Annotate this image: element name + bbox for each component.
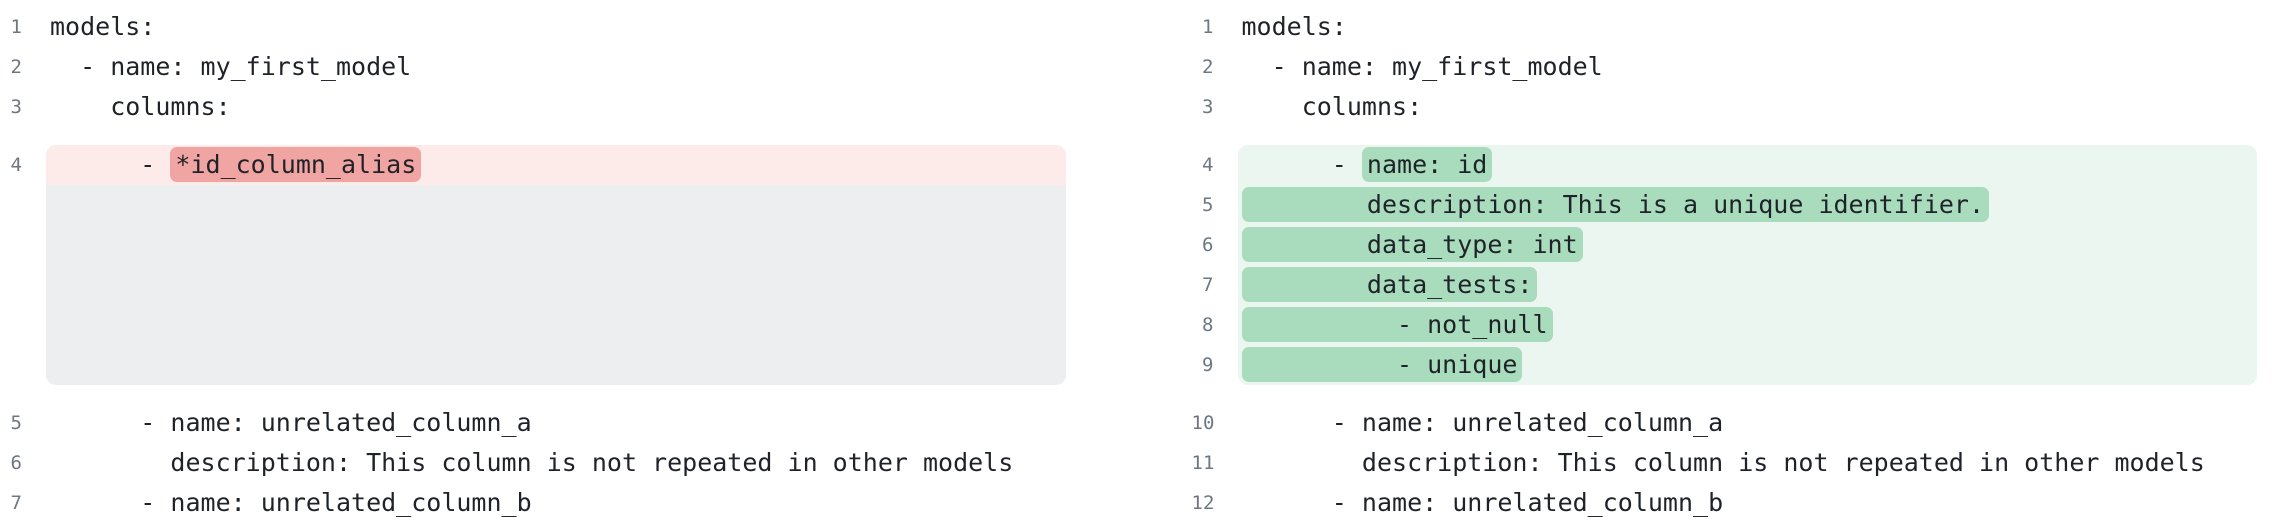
- line-number: 12: [1191, 492, 1215, 514]
- line-number: 3: [10, 96, 22, 118]
- diff-line: 1 models:: [0, 7, 1066, 47]
- collapsed-filler: [46, 185, 1066, 385]
- line-content: - name: id: [1237, 145, 2257, 185]
- line-content: - *id_column_alias: [46, 145, 1066, 185]
- line-content: - name: my_first_model: [1238, 47, 2258, 87]
- line-number: 2: [1202, 56, 1214, 78]
- diff-line: 5 - name: unrelated_column_a: [0, 403, 1066, 443]
- line-content: - name: unrelated_column_b: [1238, 483, 2258, 523]
- line-content: columns:: [46, 87, 1066, 127]
- diff-line: 7 - name: unrelated_column_b: [0, 483, 1066, 523]
- added-token: - not_null: [1241, 307, 1553, 342]
- line-number: 8: [1202, 314, 1214, 336]
- diff-line: 10 - name: unrelated_column_a: [1192, 403, 2258, 443]
- code-text: description: This column is not repeated…: [50, 448, 1014, 477]
- line-number: 4: [1202, 154, 1214, 176]
- added-token: name: id: [1361, 147, 1493, 182]
- diff-pane-before: 1 models: 2 - name: my_first_model 3 col…: [0, 0, 1138, 523]
- code-text: - name: my_first_model: [1241, 52, 1603, 81]
- diff-line-added: 6 data_type: int: [1192, 225, 2257, 265]
- diff-line-added: 9 - unique: [1192, 345, 2257, 385]
- line-number: 6: [10, 452, 22, 474]
- diff-line: 11 description: This column is not repea…: [1192, 443, 2258, 483]
- diff-line-added: 4 - name: id: [1192, 145, 2257, 185]
- line-number: 1: [10, 16, 22, 38]
- line-number: 6: [1202, 234, 1214, 256]
- line-content: - name: unrelated_column_b: [46, 483, 1066, 523]
- code-text: models:: [1241, 12, 1347, 41]
- line-number: 5: [10, 412, 22, 434]
- code-text: -: [1241, 150, 1362, 179]
- diff-line-added: 8 - not_null: [1192, 305, 2257, 345]
- line-number: 5: [1202, 194, 1214, 216]
- line-content: - unique: [1237, 345, 2257, 385]
- code-text: columns:: [1241, 92, 1423, 121]
- line-content: data_type: int: [1237, 225, 2257, 265]
- line-number: 7: [10, 492, 22, 514]
- code-text: description: This column is not repeated…: [1241, 448, 2205, 477]
- line-number: 7: [1202, 274, 1214, 296]
- diff-line-added: 7 data_tests:: [1192, 265, 2257, 305]
- code-text: - name: unrelated_column_b: [50, 488, 532, 517]
- line-content: - name: unrelated_column_a: [1238, 403, 2258, 443]
- line-content: data_tests:: [1237, 265, 2257, 305]
- line-number-empty: [0, 185, 22, 385]
- collapsed-filler-row: [0, 185, 1066, 385]
- line-content: - name: unrelated_column_a: [46, 403, 1066, 443]
- diff-line: 1 models:: [1192, 7, 2258, 47]
- added-token: data_tests:: [1241, 267, 1538, 302]
- diff-line: 6 description: This column is not repeat…: [0, 443, 1066, 483]
- line-content: description: This column is not repeated…: [1238, 443, 2258, 483]
- line-content: description: This column is not repeated…: [46, 443, 1066, 483]
- diff-line-removed: 4 - *id_column_alias: [0, 145, 1066, 185]
- code-text: columns:: [50, 92, 231, 121]
- line-number: 1: [1202, 16, 1214, 38]
- line-content: columns:: [1238, 87, 2258, 127]
- diff-line: 2 - name: my_first_model: [1192, 47, 2258, 87]
- added-token: description: This is a unique identifier…: [1241, 187, 1990, 222]
- added-token: data_type: int: [1241, 227, 1583, 262]
- line-number: 2: [10, 56, 22, 78]
- diff-line: 2 - name: my_first_model: [0, 47, 1066, 87]
- line-content: - name: my_first_model: [46, 47, 1066, 87]
- code-text: -: [50, 150, 171, 179]
- code-text: - name: my_first_model: [50, 52, 412, 81]
- diff-line: 12 - name: unrelated_column_b: [1192, 483, 2258, 523]
- diff-pane-after: 1 models: 2 - name: my_first_model 3 col…: [1138, 0, 2278, 523]
- line-content: description: This is a unique identifier…: [1237, 185, 2257, 225]
- removed-token: *id_column_alias: [170, 147, 422, 182]
- code-text: models:: [50, 12, 156, 41]
- code-text: - name: unrelated_column_a: [50, 408, 532, 437]
- code-text: - name: unrelated_column_b: [1241, 488, 1724, 517]
- line-content: - not_null: [1237, 305, 2257, 345]
- diff-line: 3 columns:: [1192, 87, 2258, 127]
- diff-line-added: 5 description: This is a unique identifi…: [1192, 185, 2257, 225]
- added-token: - unique: [1241, 347, 1523, 382]
- line-number: 9: [1202, 354, 1214, 376]
- line-number: 10: [1191, 412, 1215, 434]
- line-number: 11: [1191, 452, 1215, 474]
- line-content: models:: [1238, 7, 2258, 47]
- line-number: 4: [10, 154, 22, 176]
- line-number: 3: [1202, 96, 1214, 118]
- diff-line: 3 columns:: [0, 87, 1066, 127]
- code-text: - name: unrelated_column_a: [1241, 408, 1724, 437]
- line-content: models:: [46, 7, 1066, 47]
